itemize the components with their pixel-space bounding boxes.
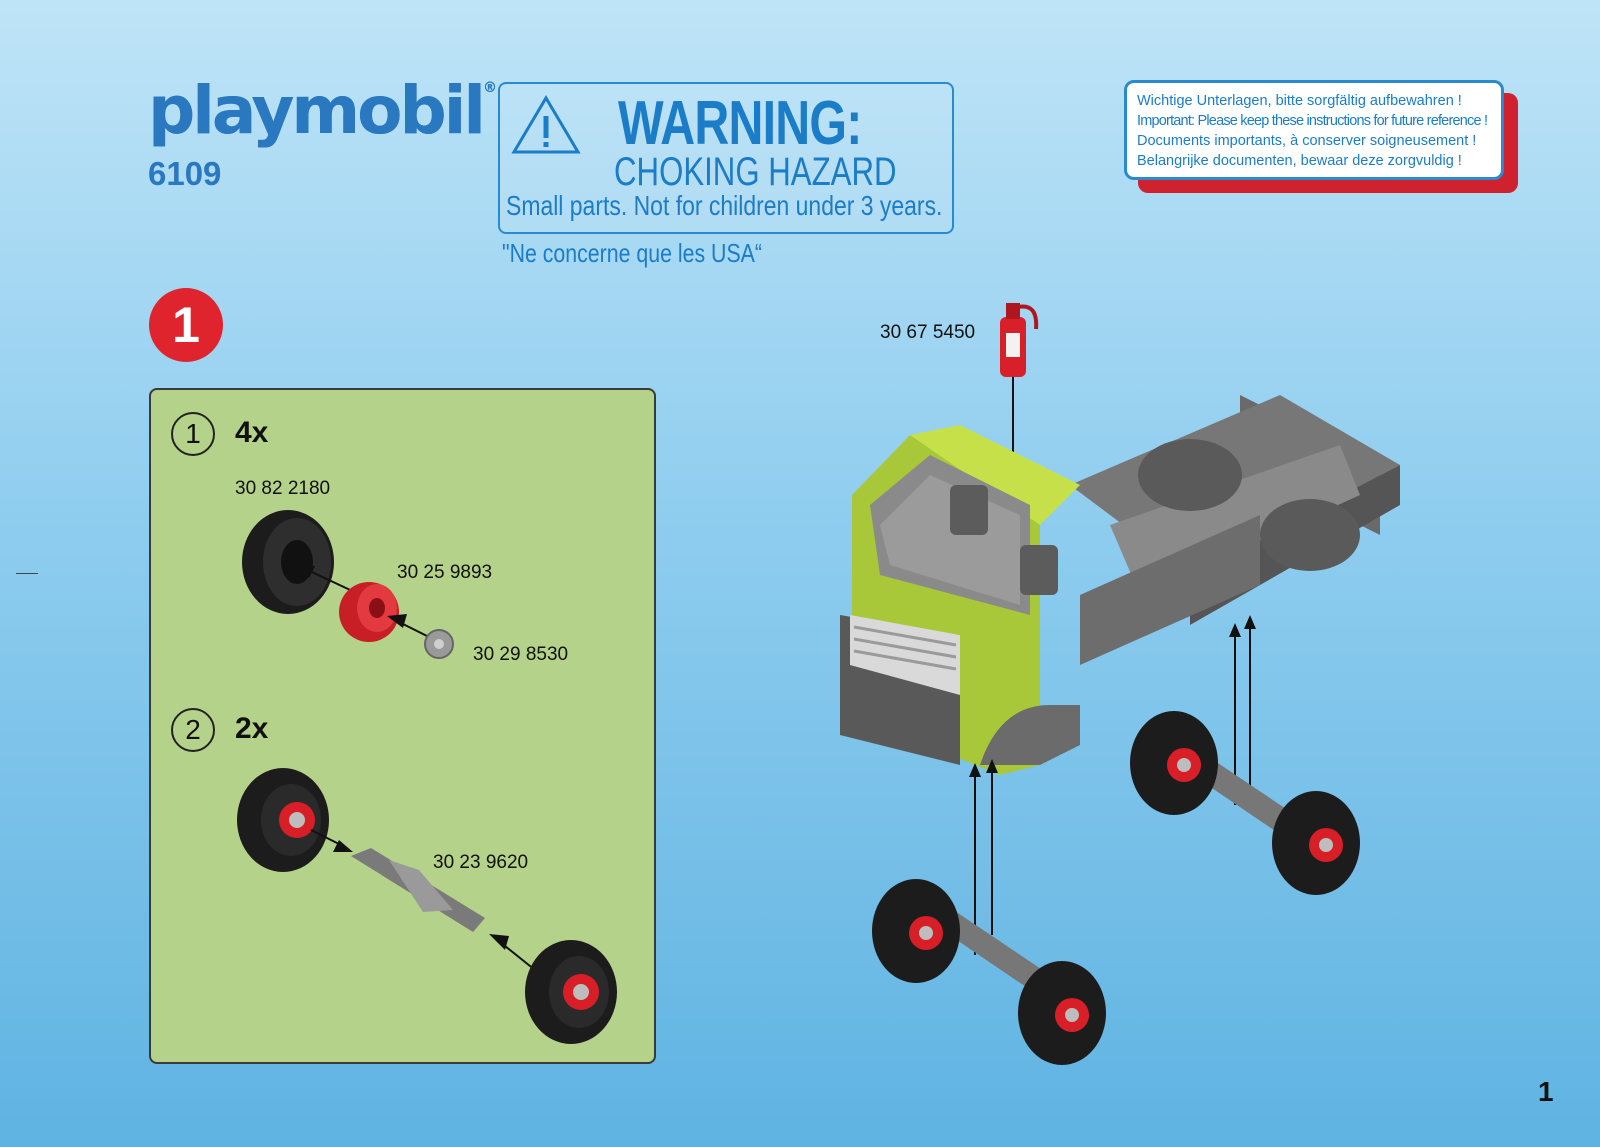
right-axle-wheel-icon	[525, 940, 617, 1044]
substep-2-quantity: 2x	[235, 712, 269, 745]
product-number: 6109	[148, 155, 222, 192]
keep-instructions-notice: Wichtige Unterlagen, bitte sorgfältig au…	[1124, 80, 1504, 180]
part-number-axle: 30 23 9620	[433, 852, 529, 873]
part-number-hub: 30 25 9893	[397, 562, 493, 583]
tire-icon	[242, 510, 334, 614]
warning-hazard: CHOKING HAZARD	[614, 150, 897, 194]
chassis-frame-icon	[1070, 395, 1400, 665]
axle-icon	[351, 848, 485, 932]
substep-1-number: 1	[171, 412, 215, 456]
truck-cab-icon	[840, 425, 1080, 775]
brand-name: playmobil	[148, 72, 486, 149]
subassembly-panel: 1 4x 30 82 2180 30 25 9893 30 29 8530	[149, 388, 656, 1064]
notice-de: Wichtige Unterlagen, bitte sorgfältig au…	[1137, 93, 1462, 109]
wheel-assembly-illustration	[237, 510, 617, 1044]
front-axle-icon	[872, 879, 1106, 1065]
warning-title: WARNING:	[618, 89, 862, 158]
notice-nl: Belangrijke documenten, bewaar deze zorg…	[1137, 153, 1462, 169]
part-number-wheel: 30 82 2180	[235, 478, 331, 499]
warning-triangle-icon	[511, 95, 581, 154]
warning-detail: Small parts. Not for children under 3 ye…	[506, 190, 943, 221]
left-axle-wheel-icon	[237, 768, 329, 872]
registered-mark: ®	[483, 80, 498, 96]
brand-logo: playmobil®	[148, 72, 497, 149]
substep-2-number: 2	[171, 708, 215, 752]
red-hub-icon	[339, 582, 399, 642]
rear-axle-icon	[1130, 711, 1360, 895]
margin-tick	[16, 573, 38, 574]
substep-1-quantity: 4x	[235, 416, 269, 449]
part-number-cap: 30 29 8530	[473, 644, 569, 665]
page-number: 1	[1538, 1076, 1554, 1107]
part-number-fire-extinguisher: 30 67 5450	[880, 322, 976, 343]
hub-cap-icon	[424, 629, 454, 659]
warning-usa-note: "Ne concerne que les USA“	[502, 238, 762, 268]
step-number-badge: 1	[149, 288, 223, 362]
choking-warning-box: WARNING: CHOKING HAZARD Small parts. Not…	[498, 82, 954, 234]
notice-en: Important: Please keep these instruction…	[1137, 113, 1488, 129]
truck-chassis-illustration	[840, 303, 1400, 1065]
notice-fr: Documents importants, à conserver soigne…	[1137, 133, 1477, 149]
